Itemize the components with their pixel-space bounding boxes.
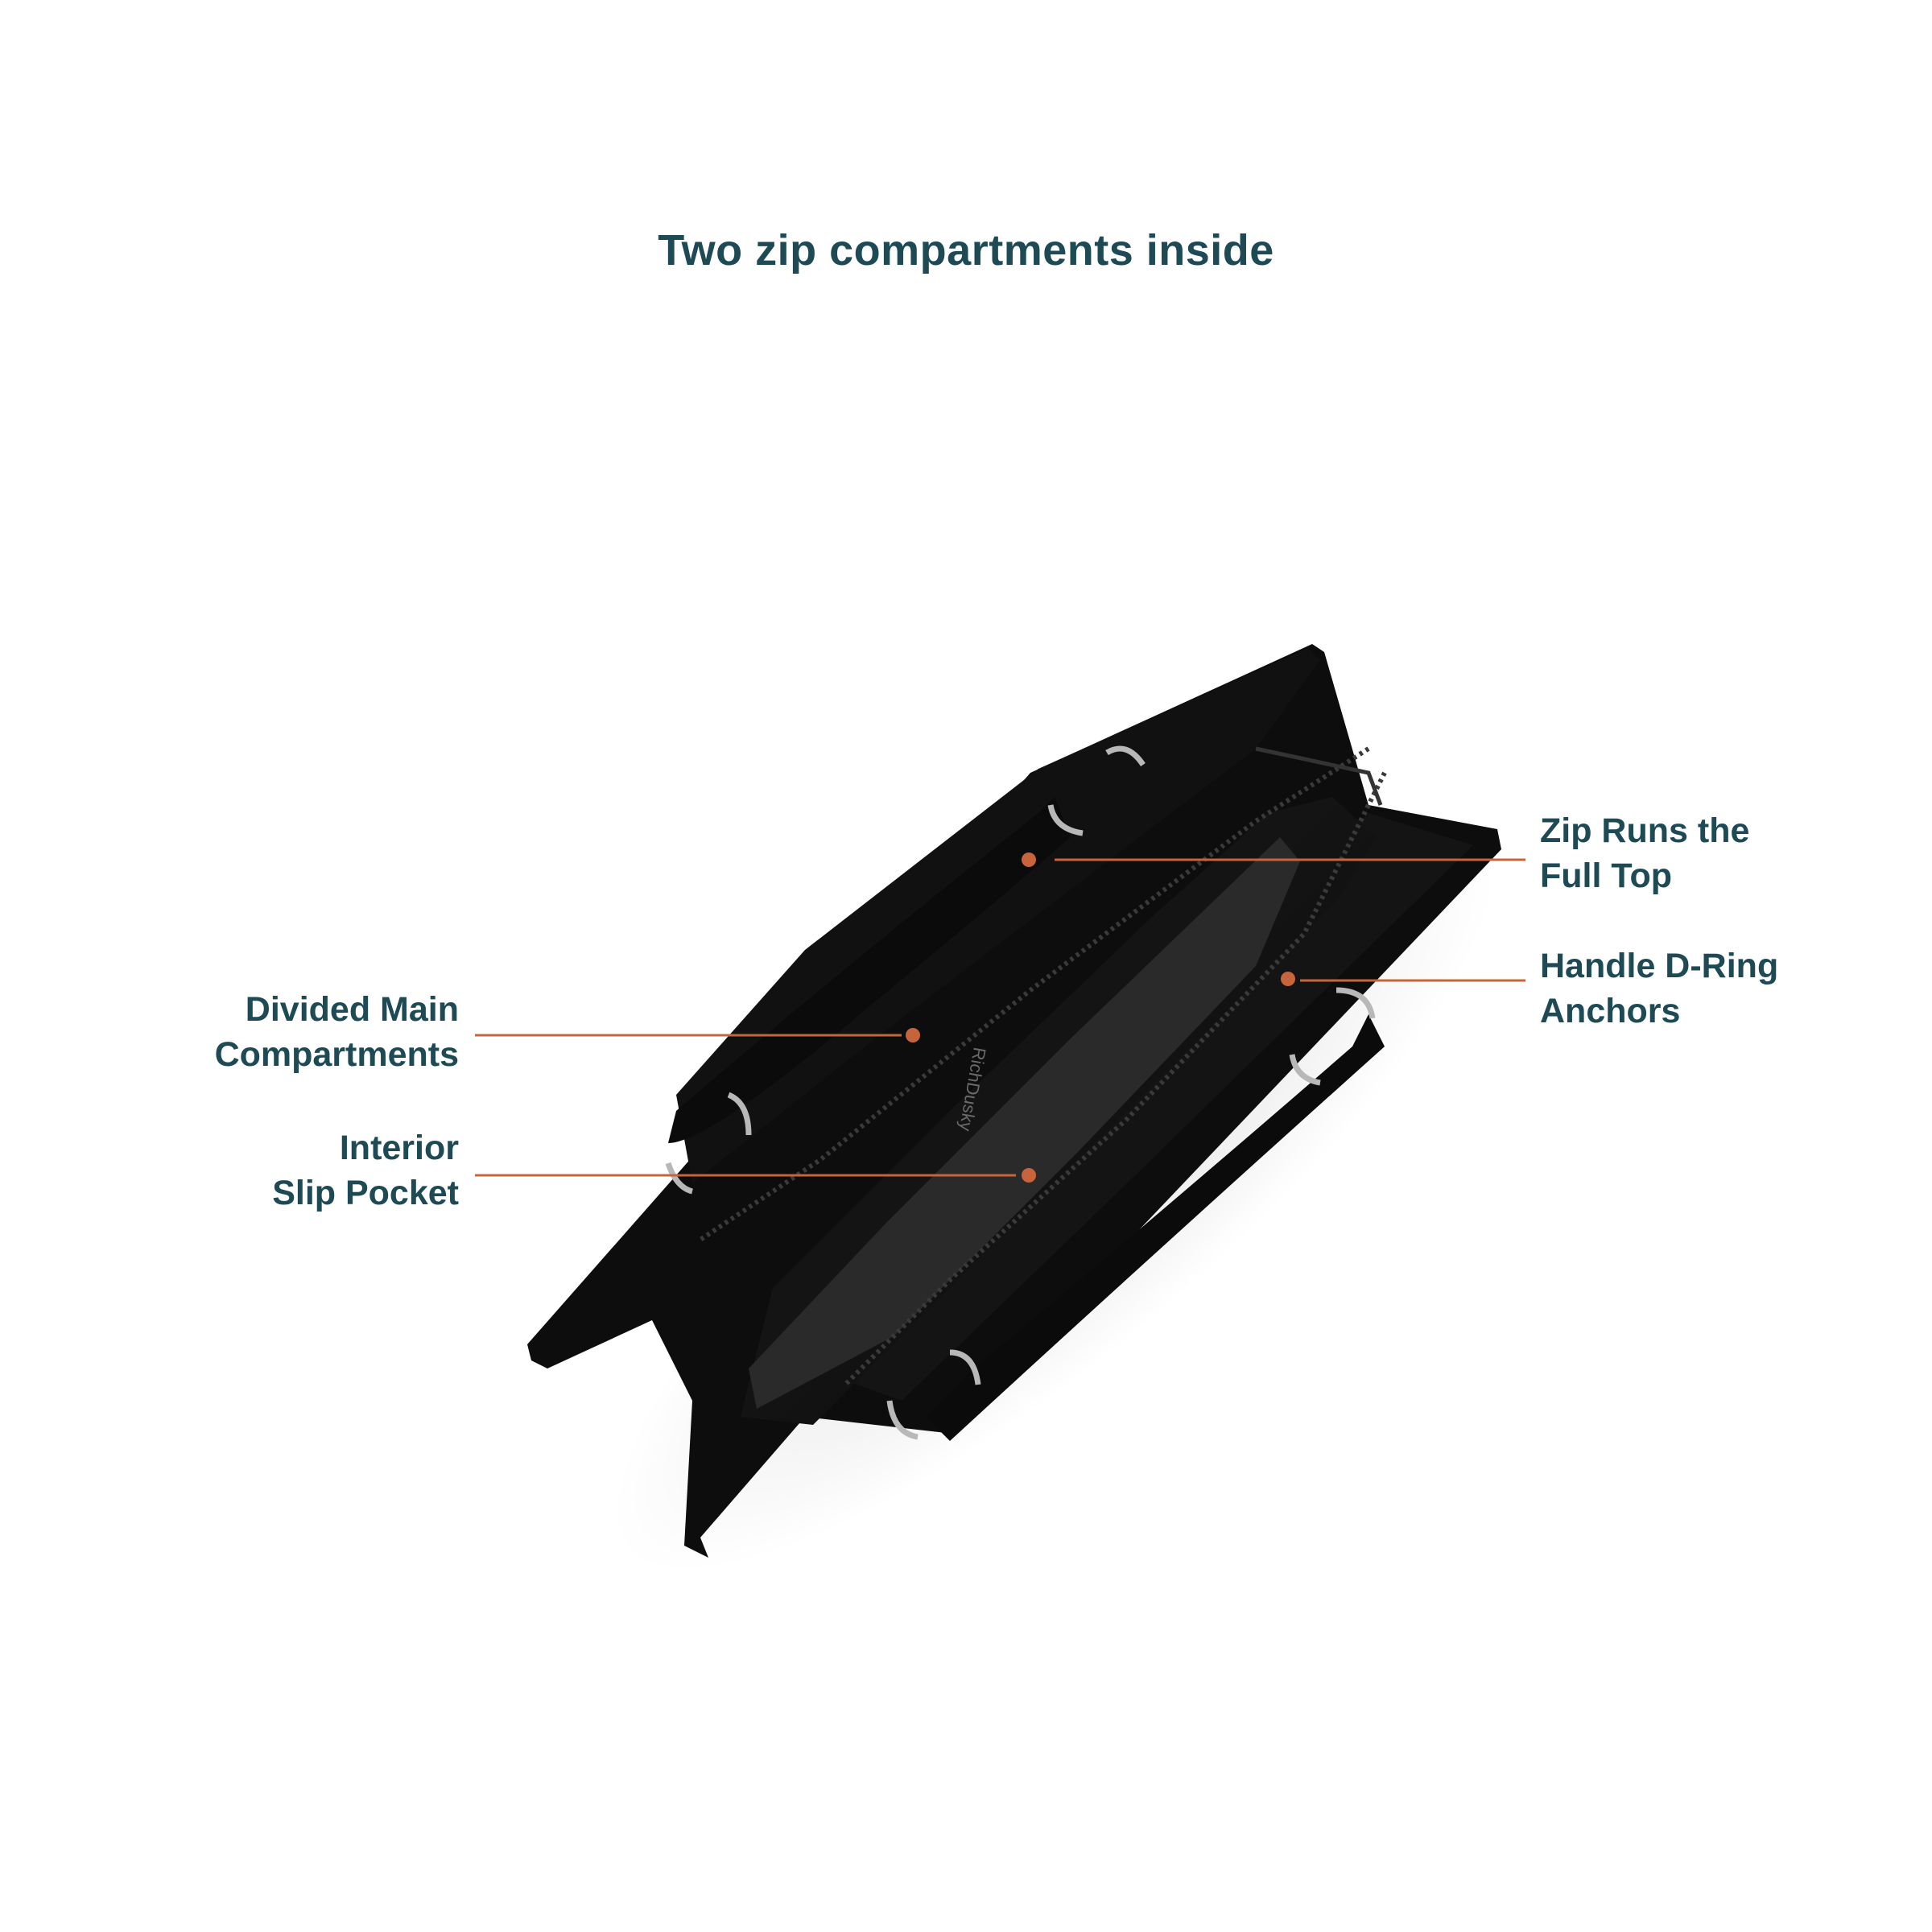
bag-side-panel-left (676, 648, 1320, 1183)
callout-zip-connector (1022, 852, 1525, 867)
d-ring-top (1047, 745, 1146, 836)
handle-upper-left (668, 797, 1071, 1143)
callout-dring-connector (1281, 972, 1525, 986)
callout-dring-line2: Anchors (1540, 992, 1681, 1030)
callout-dring-label: Handle D-Ring Anchors (1540, 943, 1778, 1034)
callout-zip-line2: Full Top (1540, 857, 1672, 895)
zip-top-rim (1255, 746, 1383, 806)
interior-slip-pocket-panel (749, 837, 1300, 1409)
callout-pocket-line2: Slip Pocket (272, 1174, 459, 1212)
callout-pocket-label: Interior Slip Pocket (272, 1125, 459, 1216)
zip-line-lower (843, 771, 1387, 1387)
page-title: Two zip compartments inside (658, 226, 1274, 275)
callout-divided-line1: Divided Main (245, 990, 459, 1029)
callout-zip-line1: Zip Runs the (1540, 811, 1750, 850)
callout-pocket-connector (475, 1168, 1036, 1183)
callout-pocket-line1: Interior (339, 1129, 459, 1167)
d-ring-bottom (886, 1349, 981, 1440)
d-ring-left (665, 1092, 752, 1195)
callout-divided-line2: Compartments (214, 1035, 459, 1074)
callout-dring-line1: Handle D-Ring (1540, 947, 1779, 985)
callout-zip-label: Zip Runs the Full Top (1540, 808, 1749, 898)
callout-divided-label: Divided Main Compartments (215, 987, 459, 1077)
zip-line-upper (699, 746, 1370, 1242)
callout-divided-connector (475, 1028, 920, 1042)
handle-lower-right (926, 1014, 1385, 1441)
d-ring-right (1289, 987, 1376, 1086)
